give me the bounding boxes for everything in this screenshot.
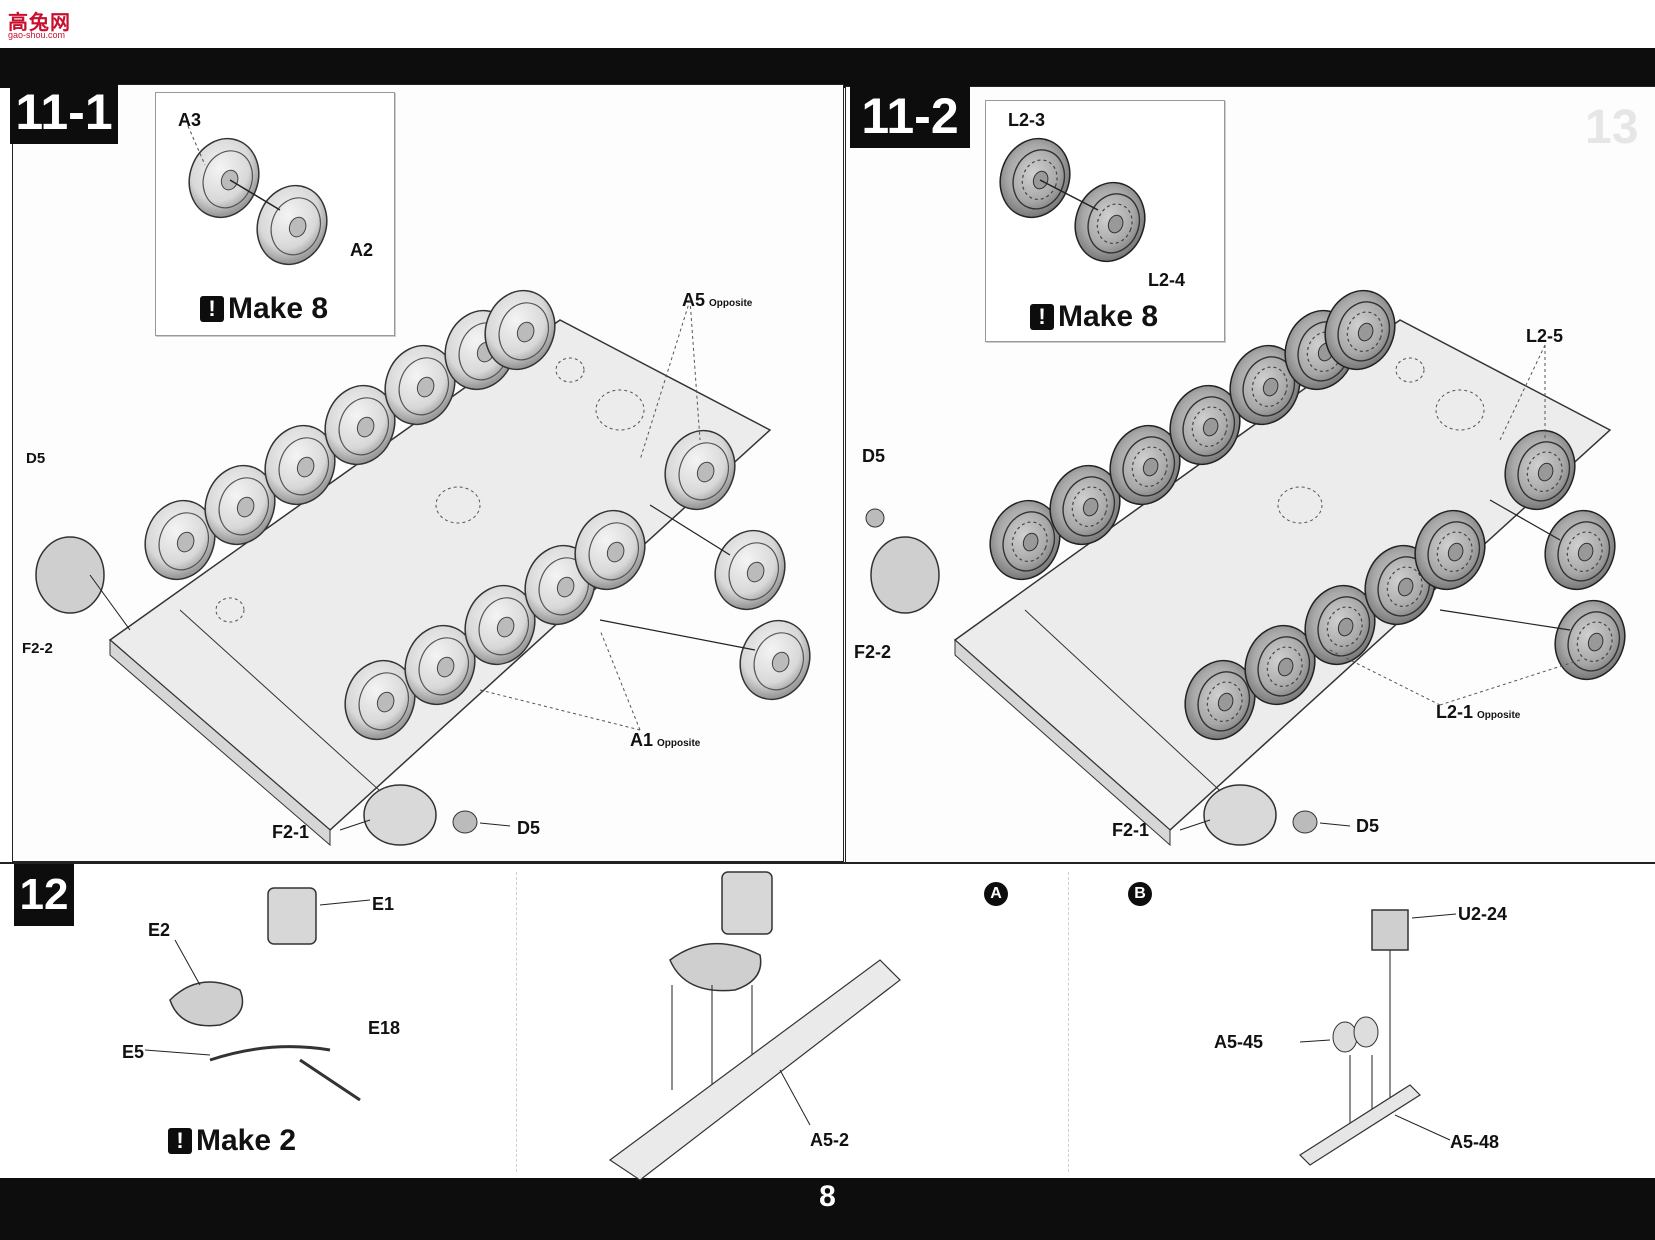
label-l2-5: L2-5 [1526, 326, 1564, 346]
step-12-tag: 12 [14, 864, 74, 926]
ghost-step-13: 13 [1585, 101, 1639, 154]
step-11-2-panel [845, 86, 1655, 864]
label-a3: A3 [178, 110, 202, 130]
variant-b-badge: B [1128, 882, 1152, 906]
label-f2-1-b: F2-1 [1112, 820, 1150, 840]
step-11-1-panel [12, 84, 844, 862]
label-e1: E1 [372, 894, 395, 914]
label-a5-48: A5-48 [1450, 1132, 1500, 1152]
exclamation-icon: ! [200, 296, 224, 322]
label-f2-1: F2-1 [272, 822, 310, 842]
label-a2: A2 [350, 240, 374, 260]
label-d5: D5 [517, 818, 541, 838]
label-e18: E18 [368, 1018, 401, 1038]
label-d5-top: D5 [862, 446, 886, 466]
make-8-note-11-1: ! Make 8 [200, 292, 328, 326]
label-f2-2: F2-2 [854, 642, 892, 662]
variant-a-badge: A [984, 882, 1008, 906]
step-12-separator-1 [516, 872, 517, 1172]
label-d5-left: D5 [26, 450, 46, 467]
step-11-1-tag: 11-1 [10, 80, 118, 144]
step-11-2-tag: 11-2 [850, 84, 970, 148]
site-logo-url: gao-shou.com [8, 30, 66, 40]
label-e5: E5 [122, 1042, 145, 1062]
label-l2-4: L2-4 [1148, 270, 1186, 290]
make-2-note: ! Make 2 [168, 1124, 296, 1158]
exclamation-icon: ! [1030, 304, 1054, 330]
site-logo: 高兔网 [8, 12, 71, 34]
label-a5-45: A5-45 [1214, 1032, 1264, 1052]
label-a5-2: A5-2 [810, 1130, 850, 1150]
bottom-bar [0, 1178, 1655, 1240]
label-f2-2-left: F2-2 [22, 640, 53, 657]
step-12-separator-2 [1068, 872, 1069, 1172]
page-number: 8 [819, 1180, 836, 1213]
label-u2-24: U2-24 [1458, 904, 1508, 924]
label-e2: E2 [148, 920, 171, 940]
step-12-divider [0, 862, 1655, 864]
label-d5-b: D5 [1356, 816, 1380, 836]
top-bar [0, 48, 1655, 88]
exclamation-icon: ! [168, 1128, 192, 1154]
label-l2-3: L2-3 [1008, 110, 1046, 130]
make-8-note-11-2: ! Make 8 [1030, 300, 1158, 334]
